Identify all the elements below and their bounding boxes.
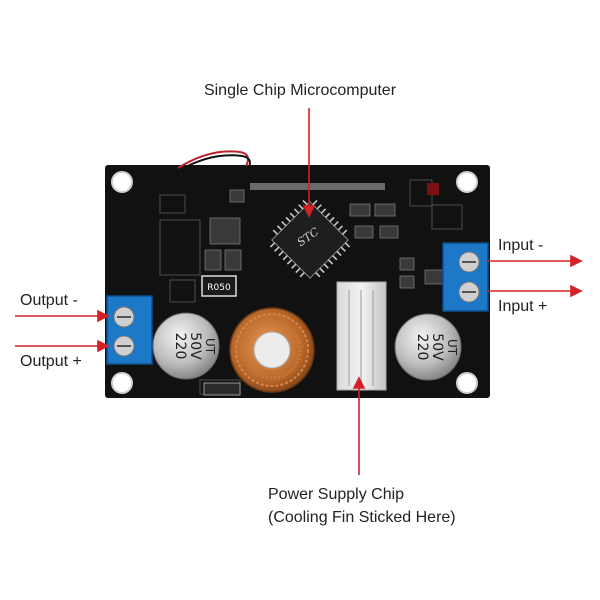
mounting-holes <box>111 171 478 394</box>
label-output-minus: Output - <box>20 292 78 309</box>
smd-components <box>204 189 446 289</box>
red-led <box>427 183 439 195</box>
annotation-arrows <box>15 108 583 475</box>
label-single-chip-microcomputer: Single Chip Microcomputer <box>203 82 397 99</box>
svg-text:R050: R050 <box>207 283 231 293</box>
label-input-plus: Input + <box>498 298 548 315</box>
label-power-supply-chip: Power Supply Chip (Cooling Fin Sticked H… <box>268 483 456 529</box>
svg-text:50V: 50V <box>429 333 445 361</box>
resistor-r050: R050 <box>201 275 237 297</box>
svg-text:UT: UT <box>203 338 217 355</box>
label-power-supply-line1: Power Supply Chip <box>268 486 405 503</box>
pin-header <box>250 183 385 190</box>
svg-text:UT: UT <box>445 339 459 356</box>
diode <box>203 382 241 396</box>
capacitor-left: 220 50V UT <box>152 312 220 380</box>
input-terminal-block <box>442 242 489 312</box>
svg-text:220: 220 <box>172 333 188 360</box>
label-output-plus: Output + <box>20 353 82 370</box>
output-terminal-block <box>106 295 153 365</box>
microcontroller-chip <box>269 199 351 279</box>
svg-text:50V: 50V <box>187 332 203 360</box>
svg-text:220: 220 <box>414 334 430 361</box>
heatsink-fin <box>336 281 387 391</box>
label-power-supply-line2: (Cooling Fin Sticked Here) <box>268 509 456 526</box>
capacitor-right: 220 50V UT <box>394 313 462 381</box>
wires <box>177 150 251 171</box>
label-input-minus: Input - <box>498 237 544 254</box>
inductor-coil <box>229 307 315 393</box>
